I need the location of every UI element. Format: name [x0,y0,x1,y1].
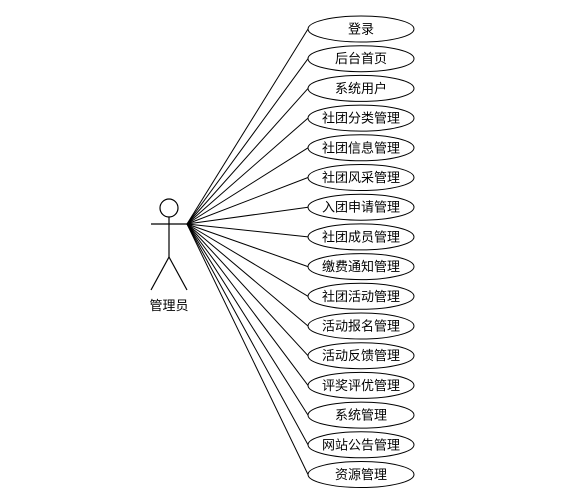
use-case-ellipse [307,193,415,221]
use-case-ellipse [307,223,415,251]
use-case-ellipse [307,104,415,132]
use-case-label: 登录 [348,23,374,38]
association-line [186,223,309,416]
use-case: 社团成员管理 [307,223,415,251]
use-case: 活动反馈管理 [307,342,415,370]
use-case-list: 登录后台首页系统用户社团分类管理社团信息管理社团风采管理入团申请管理社团成员管理… [307,15,415,488]
association-line [186,223,309,268]
use-case: 缴费通知管理 [307,253,415,281]
association-line [186,58,309,225]
use-case-label: 评奖评优管理 [322,379,400,394]
use-case-ellipse [307,45,415,73]
use-case-ellipse [307,461,415,488]
use-case: 后台首页 [307,45,415,73]
association-line [186,223,309,238]
association-line [186,223,309,357]
use-case: 网站公告管理 [307,431,415,459]
use-case-ellipse [307,342,415,370]
use-case-ellipse [307,312,415,340]
use-case-label: 入团申请管理 [322,201,400,216]
association-line [186,28,309,225]
use-case-label: 社团分类管理 [322,111,400,127]
use-case-label: 活动报名管理 [322,319,400,335]
association-line [186,206,309,225]
use-case: 登录 [307,15,415,43]
use-case: 入团申请管理 [307,193,415,221]
use-case: 社团活动管理 [307,282,415,310]
actor-name: 管理员 [149,299,188,314]
use-case-ellipse [307,401,415,429]
use-case-label: 后台首页 [335,52,387,67]
association-lines [186,28,309,475]
association-line [186,147,309,225]
use-case-label: 资源管理 [335,468,387,483]
actor-head [159,198,179,218]
use-case-ellipse [307,431,415,459]
use-case: 活动报名管理 [307,312,415,340]
use-case: 社团风采管理 [307,164,415,191]
use-case-ellipse [307,164,415,191]
use-case: 资源管理 [307,461,415,488]
use-case: 系统管理 [307,401,415,429]
use-case: 社团分类管理 [307,104,415,132]
association-line [186,223,309,297]
association-line [186,223,309,475]
actor-left-leg [150,256,170,291]
use-case-label: 社团风采管理 [322,170,400,186]
use-case-ellipse [307,371,415,399]
use-case-label: 系统用户 [335,81,387,97]
association-line [186,223,309,327]
actor-right-leg [168,256,188,291]
use-case-label: 活动反馈管理 [322,349,400,364]
use-case-label: 社团活动管理 [322,289,400,305]
association-line [186,177,309,225]
use-case-ellipse [307,282,415,310]
association-line [186,223,309,386]
association-line [186,223,309,446]
use-case: 系统用户 [307,74,415,102]
use-case-ellipse [307,74,415,102]
use-case-label: 系统管理 [335,409,387,424]
use-case: 评奖评优管理 [307,371,415,399]
use-case-label: 缴费通知管理 [322,259,400,275]
actor-admin: 管理员 [149,198,189,314]
use-case-label: 社团成员管理 [322,229,400,245]
use-case-label: 网站公告管理 [322,438,400,453]
association-line [186,117,309,225]
use-case-label: 社团信息管理 [322,140,400,156]
use-case-ellipse [307,15,415,43]
use-case-ellipse [307,253,415,281]
use-case-ellipse [307,134,415,162]
use-case: 社团信息管理 [307,134,415,162]
association-line [186,88,309,225]
